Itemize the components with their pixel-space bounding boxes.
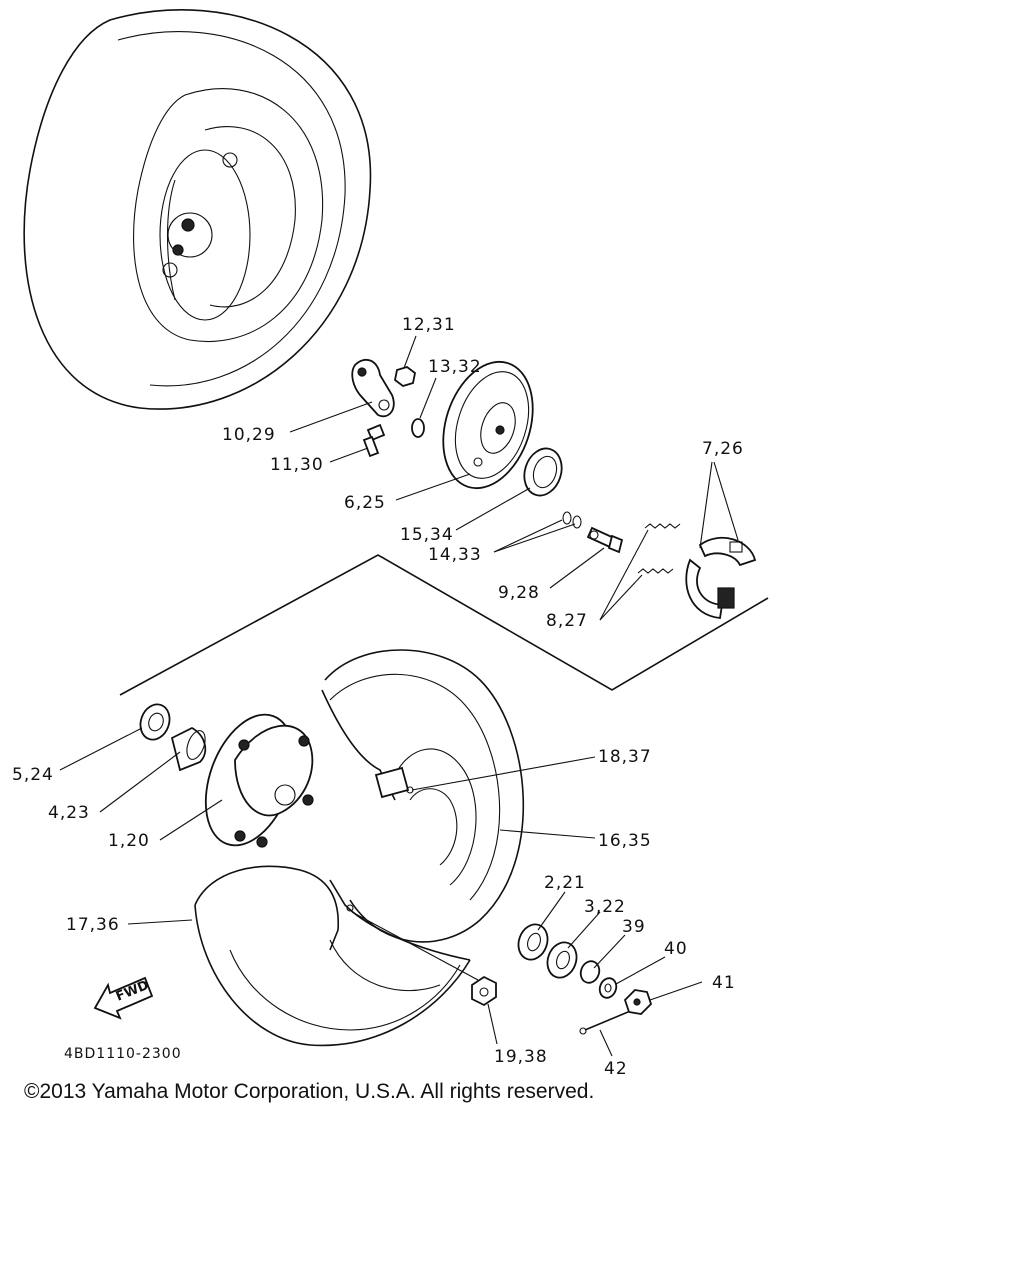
callout-2-21: 2,21 [544, 873, 586, 893]
nut-19 [471, 975, 497, 1007]
cotter-pin-42 [579, 1011, 629, 1035]
nut-12 [394, 366, 416, 387]
callout-12-31: 12,31 [402, 315, 456, 335]
callout-15-34: 15,34 [400, 525, 454, 545]
callout-17-36: 17,36 [66, 915, 120, 935]
spacer-4 [170, 726, 207, 772]
outer-tire-half-17 [194, 865, 471, 1047]
callout-5-24: 5,24 [12, 765, 54, 785]
callout-14-33: 14,33 [428, 545, 482, 565]
assembled-wheel-drawing [23, 9, 372, 410]
wheel-hub-1 [204, 713, 314, 848]
fwd-arrow: FWD [93, 976, 154, 1020]
callout-42: 42 [604, 1059, 628, 1079]
inner-tire-half-16 [321, 649, 525, 943]
callout-labels: 12,31 13,32 10,29 11,30 6,25 7,26 15,34 … [12, 315, 744, 1079]
brake-shoes-7 [685, 536, 757, 619]
bearing-2 [517, 923, 549, 961]
callout-11-30: 11,30 [270, 455, 324, 475]
brake-cam-lever [351, 358, 395, 418]
axle-nut-41 [623, 989, 653, 1015]
leader-lines [59, 335, 739, 1057]
callout-3-22: 3,22 [584, 897, 626, 917]
callout-7-26: 7,26 [702, 439, 744, 459]
callout-8-27: 8,27 [546, 611, 588, 631]
callout-1-20: 1,20 [108, 831, 150, 851]
camshaft-9 [586, 526, 624, 554]
callout-10-29: 10,29 [222, 425, 276, 445]
brake-shoe-plate [442, 360, 534, 490]
bearing-3 [546, 941, 578, 979]
washer-40 [598, 977, 618, 999]
exploded-parts-diagram: FWD 12,31 13,32 10,29 11,30 [12, 9, 769, 1079]
springs-8 [637, 523, 681, 574]
callout-41: 41 [712, 973, 736, 993]
drawing-code: 4BD1110-2300 [64, 1046, 182, 1062]
washer-13 [411, 418, 425, 438]
callout-18-37: 18,37 [598, 747, 652, 767]
callout-40: 40 [664, 939, 688, 959]
callout-19-38: 19,38 [494, 1047, 548, 1067]
bearing-5 [139, 703, 171, 741]
callout-4-23: 4,23 [48, 803, 90, 823]
assembly-group-line [119, 554, 769, 696]
callout-16-35: 16,35 [598, 831, 652, 851]
callout-6-25: 6,25 [344, 493, 386, 513]
oil-seal-15 [523, 447, 563, 497]
copyright-notice: ©2013 Yamaha Motor Corporation, U.S.A. A… [24, 1080, 595, 1103]
callout-39: 39 [622, 917, 646, 937]
bolt-11 [362, 423, 386, 458]
callout-9-28: 9,28 [498, 583, 540, 603]
o-rings-14 [562, 511, 582, 529]
callout-13-32: 13,32 [428, 357, 482, 377]
